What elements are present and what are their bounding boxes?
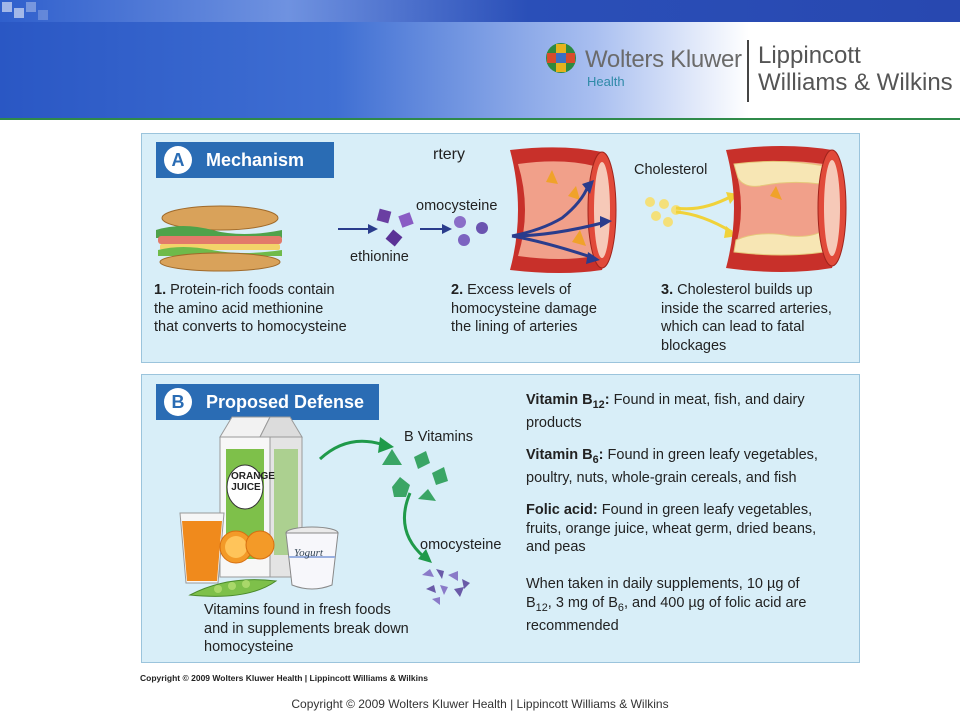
step-2-line-2: homocysteine damage — [451, 300, 597, 317]
b-vitamin-molecules-icon — [382, 449, 448, 501]
vitamin-b6-sub: 6 — [592, 453, 599, 466]
supplement-folic: , and 400 µg of folic acid are — [623, 594, 807, 611]
figure-copyright: Copyright © 2009 Wolters Kluwer Health |… — [140, 673, 428, 683]
vitamin-b12-sub: 12 — [592, 398, 605, 411]
vitamin-b6-name: Vitamin B — [526, 447, 593, 463]
step-3-line-3: which can lead to fatal — [661, 319, 805, 335]
carton-label-line-2: JUICE — [231, 482, 261, 493]
step-1-text: 1. Protein-rich foods contain the amino … — [154, 281, 347, 337]
step-2-text: 2. Excess levels of homocysteine damage … — [451, 281, 597, 337]
supplement-line-3: recommended — [526, 617, 619, 634]
panel-a-title-bar: A Mechanism — [156, 142, 334, 178]
damaged-artery-illustration — [510, 147, 617, 273]
supplement-b6: , 3 mg of B — [547, 594, 618, 611]
arrow-to-b-vitamins-icon — [318, 437, 394, 461]
arrow-to-methionine-icon — [338, 224, 378, 234]
globe-logo-icon — [546, 43, 576, 73]
methionine-label: ethionine — [350, 249, 409, 265]
methionine-molecules-icon — [376, 208, 414, 247]
vitamins-caption: Vitamins found in fresh foods and in sup… — [204, 601, 409, 657]
vitamin-b12-line-1: Found in meat, fish, and dairy — [609, 392, 805, 408]
arrow-to-homocysteine-icon — [420, 224, 452, 234]
vitamin-b12-name: Vitamin B — [526, 392, 593, 408]
step-1-line-3: that converts to homocysteine — [154, 319, 347, 335]
lww-logo: Lippincott Williams & Wilkins — [758, 42, 953, 96]
folic-acid-line-2: fruits, orange juice, wheat germ, dried … — [526, 520, 817, 537]
step-3-line-4: blockages — [661, 337, 727, 354]
supplement-b12: B — [526, 594, 536, 611]
vitamins-caption-line-3: homocysteine — [204, 639, 294, 655]
panel-a-letter: A — [164, 146, 192, 174]
homocysteine-spheres-icon — [454, 216, 488, 246]
homocysteine-label-b: omocysteine — [420, 537, 502, 553]
panel-mechanism: A Mechanism ethionine omocysteine rtery — [141, 133, 860, 363]
juice-glass-illustration — [179, 512, 225, 584]
carton-label: ORANGE JUICE — [231, 471, 275, 493]
arrow-to-homocysteine-b-icon — [402, 492, 432, 563]
vitamin-b6-colon: : — [598, 447, 604, 463]
folic-acid-line-1: Found in green leafy vegetables, — [597, 502, 813, 518]
vitamin-b12-line-2: products — [526, 415, 582, 432]
step-1-line-1: Protein-rich foods contain — [170, 282, 335, 298]
step-3-line-2: inside the scarred arteries, — [661, 300, 832, 317]
orange-halves-illustration — [219, 530, 275, 564]
vitamin-b12-info: Vitamin B12: Found in meat, fish, and da… — [526, 391, 805, 433]
vitamin-b12-colon: : — [604, 392, 610, 408]
sandwich-illustration — [156, 205, 282, 272]
supplement-b12-sub: 12 — [535, 601, 548, 614]
publisher-division: Health — [587, 74, 625, 89]
b-vitamins-label: B Vitamins — [404, 429, 474, 445]
yogurt-label: Yogurt — [294, 547, 323, 559]
header-rule — [0, 118, 960, 120]
broken-homocysteine-icon — [422, 569, 470, 605]
step-2-line-1: Excess levels of — [467, 282, 572, 298]
slide-footer-copyright: Copyright © 2009 Wolters Kluwer Health |… — [291, 697, 669, 711]
step-1-number: 1. — [154, 282, 167, 298]
vitamins-caption-line-2: and in supplements break down — [204, 620, 409, 637]
folic-acid-name: Folic acid: — [526, 502, 598, 518]
step-2-number: 2. — [451, 282, 464, 298]
imprint-line-2: Williams & Wilkins — [758, 69, 953, 96]
carton-label-line-1: ORANGE — [231, 471, 275, 482]
pea-pod-illustration — [188, 579, 278, 597]
clogged-artery-illustration — [726, 146, 847, 272]
supplement-b6-sub: 6 — [617, 601, 624, 614]
panel-proposed-defense: B Proposed Defense ORANGE JUICE Yogurt — [141, 374, 860, 663]
step-3-text: 3. Cholesterol builds up inside the scar… — [661, 281, 832, 355]
folic-acid-line-3: and peas — [526, 539, 586, 555]
imprint-line-1: Lippincott — [758, 42, 861, 69]
panel-b-letter: B — [164, 388, 192, 416]
header-banner — [0, 0, 960, 118]
yogurt-cup-illustration — [285, 526, 339, 590]
cholesterol-label: Cholesterol — [634, 162, 708, 178]
homocysteine-label-a: omocysteine — [416, 198, 498, 214]
vitamin-b6-line-2: poultry, nuts, whole-grain cereals, and … — [526, 470, 797, 487]
header-decor-squares — [0, 0, 60, 22]
vitamin-b6-info: Vitamin B6: Found in green leafy vegetab… — [526, 446, 818, 488]
step-3-number: 3. — [661, 282, 674, 298]
logo-divider — [747, 40, 749, 102]
header-top-bar — [0, 0, 960, 22]
folic-acid-info: Folic acid: Found in green leafy vegetab… — [526, 501, 816, 557]
step-3-line-1: Cholesterol builds up — [677, 282, 813, 298]
panel-b-title: Proposed Defense — [206, 392, 365, 412]
step-2-line-3: the lining of arteries — [451, 319, 578, 335]
supplement-line-1: When taken in daily supplements, 10 µg o… — [526, 576, 800, 592]
artery-label: rtery — [433, 146, 465, 163]
panel-b-title-bar: B Proposed Defense — [156, 384, 379, 420]
panel-a-title: Mechanism — [206, 150, 305, 170]
supplement-info: When taken in daily supplements, 10 µg o… — [526, 575, 806, 635]
vitamins-caption-line-1: Vitamins found in fresh foods — [204, 602, 391, 618]
step-1-line-2: the amino acid methionine — [154, 300, 324, 317]
publisher-name: Wolters Kluwer — [585, 46, 742, 73]
vitamin-b6-line-1: Found in green leafy vegetables, — [603, 447, 818, 463]
